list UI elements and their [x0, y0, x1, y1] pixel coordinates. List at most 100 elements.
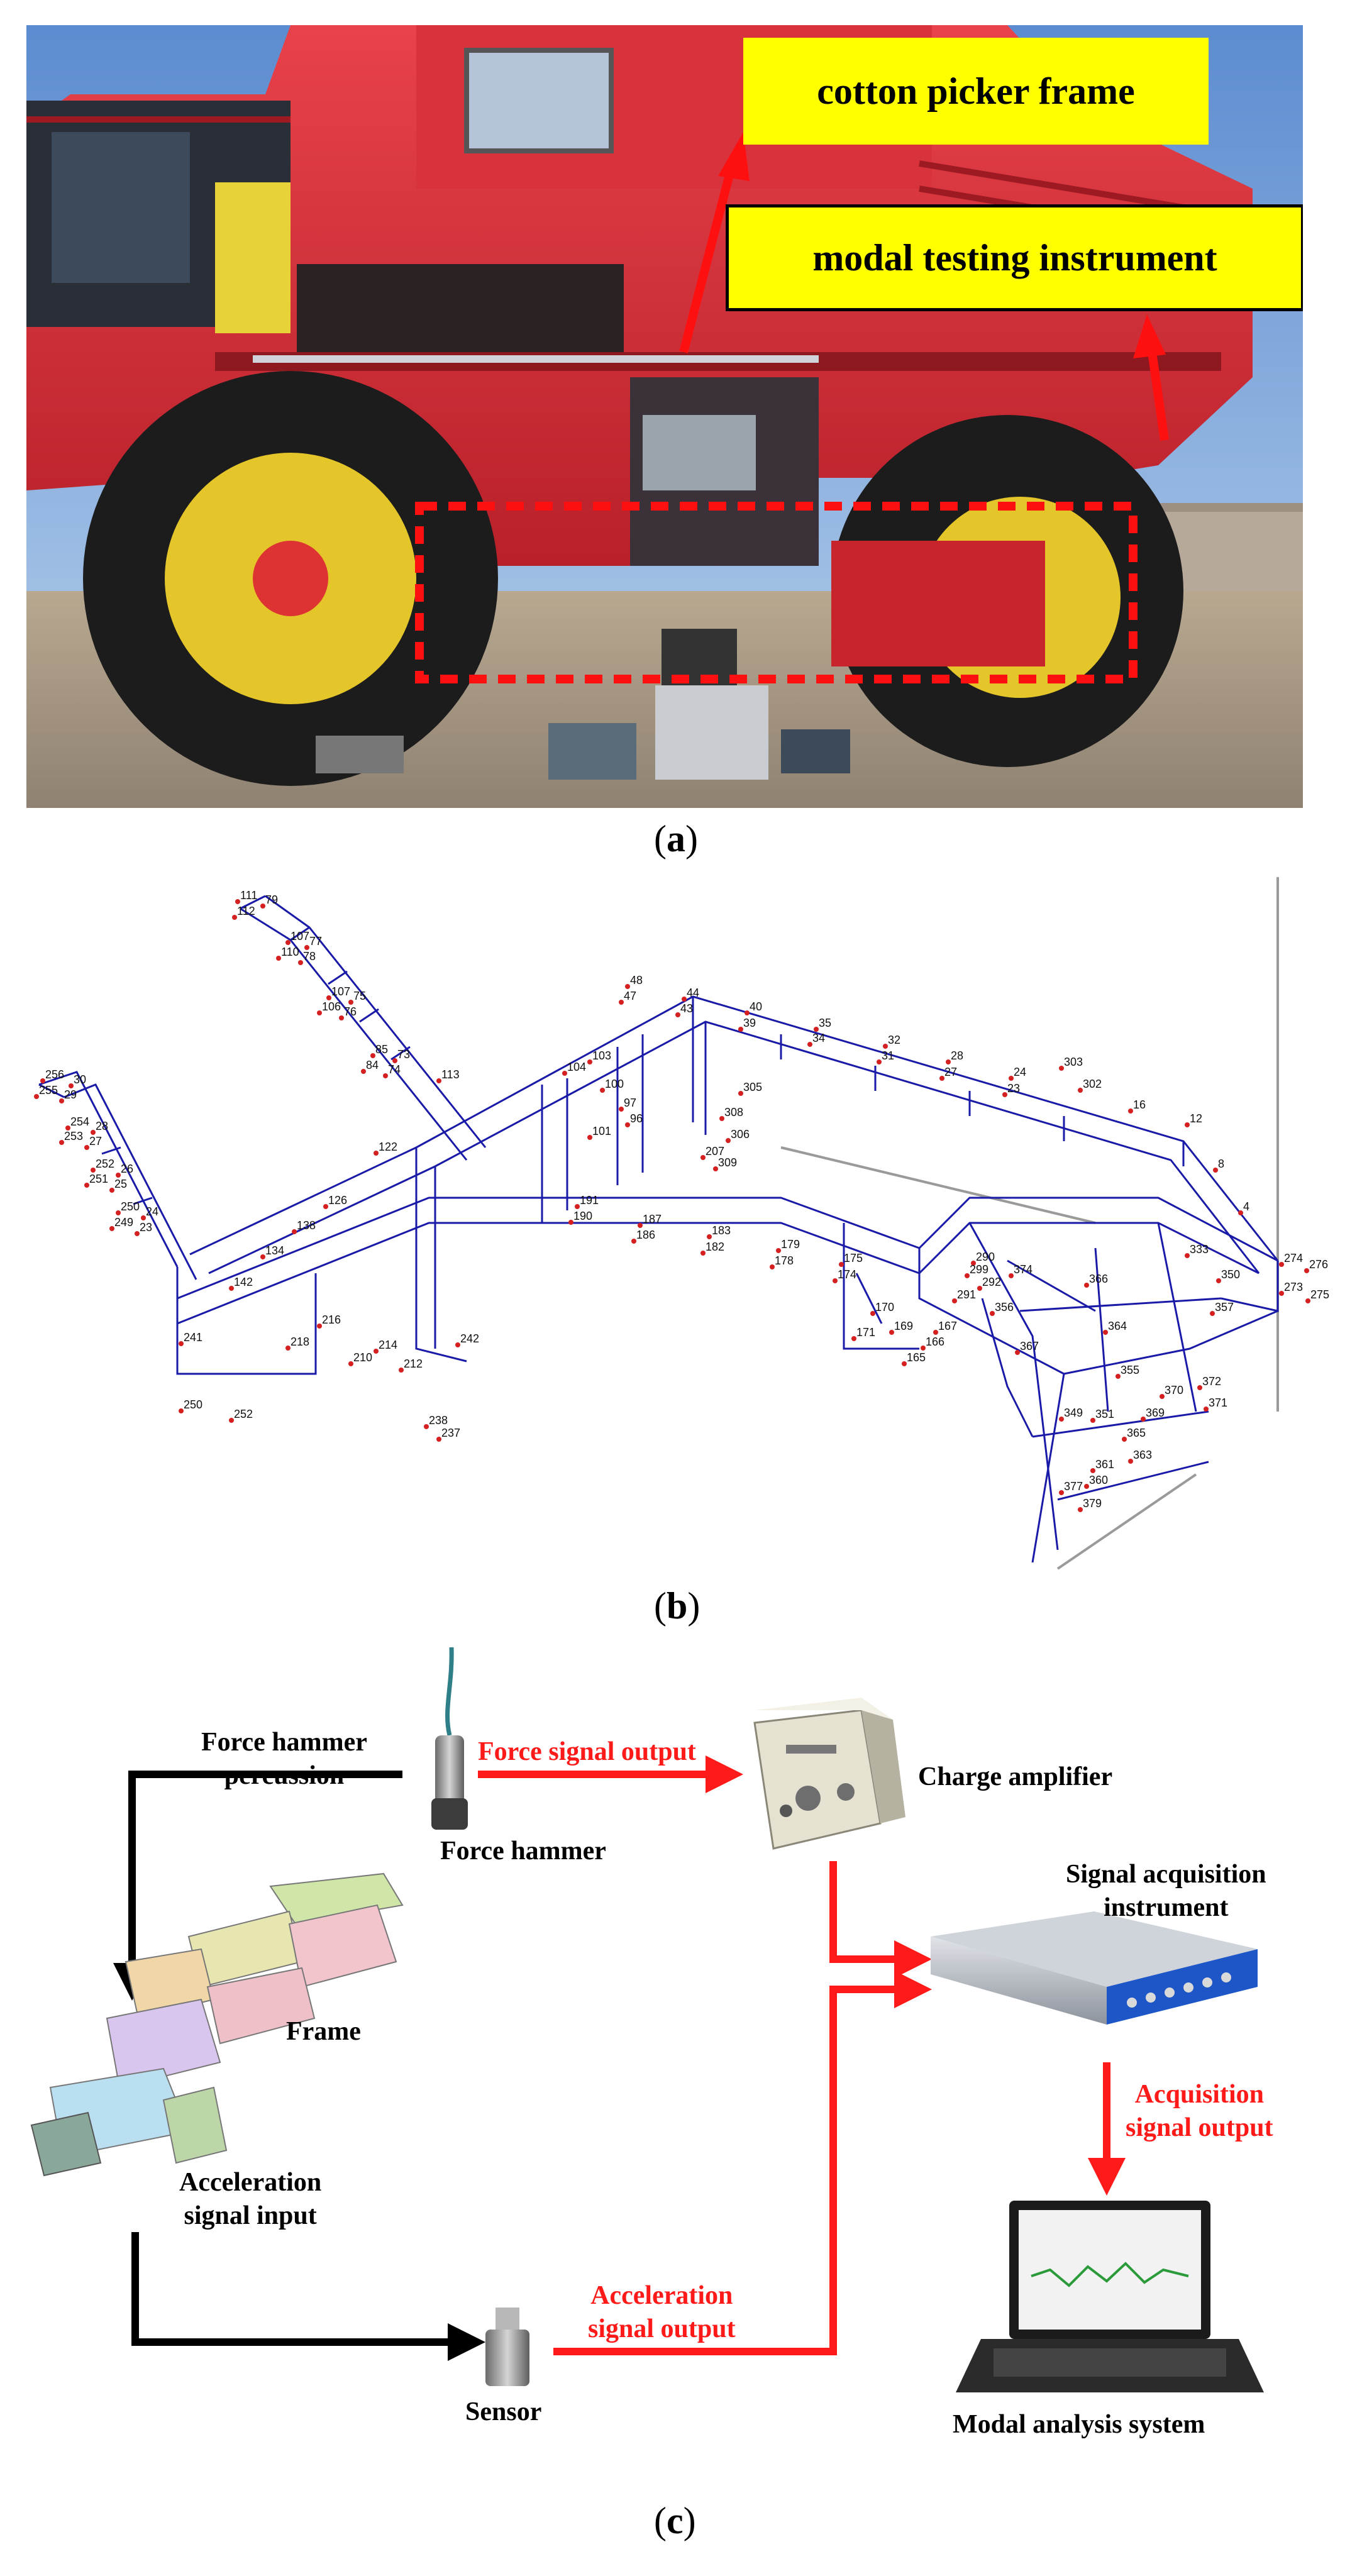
node-number: 379: [1083, 1497, 1102, 1510]
node-dot: [1279, 1262, 1284, 1267]
node-dot: [870, 1311, 875, 1316]
node-dot: [1185, 1253, 1190, 1258]
node-dot: [229, 1286, 234, 1291]
callout-modal-testing-instrument: modal testing instrument: [726, 204, 1303, 311]
node-number: 216: [322, 1313, 341, 1326]
node-dot: [1059, 1066, 1064, 1071]
node-number: 27: [89, 1135, 102, 1147]
node-dot: [91, 1168, 96, 1173]
node-number: 374: [1014, 1263, 1033, 1276]
acquisition-instrument-icon: [931, 1911, 1258, 2025]
node-number: 241: [184, 1331, 202, 1344]
node-number: 364: [1108, 1320, 1127, 1332]
node-number: 178: [775, 1254, 794, 1267]
node-dot: [348, 1000, 353, 1005]
node-number: 187: [643, 1213, 662, 1225]
node-number: 113: [441, 1068, 460, 1081]
node-number: 134: [265, 1244, 284, 1257]
node-dot: [1305, 1298, 1310, 1303]
node-number: 104: [567, 1061, 586, 1073]
node-dot: [383, 1073, 388, 1078]
node-number: 174: [838, 1268, 856, 1281]
node-dot: [600, 1088, 605, 1093]
node-number: 372: [1202, 1375, 1221, 1388]
node-number: 30: [74, 1073, 86, 1086]
node-dot: [921, 1346, 926, 1351]
node-number: 142: [234, 1276, 253, 1288]
node-number: 28: [96, 1120, 108, 1132]
node-number: 111: [240, 889, 257, 902]
node-number: 237: [441, 1427, 460, 1439]
node-number: 290: [976, 1251, 995, 1263]
node-number: 253: [64, 1130, 83, 1142]
node-dot: [939, 1076, 944, 1081]
node-number: 100: [605, 1078, 624, 1090]
node-number: 101: [592, 1125, 611, 1137]
node-dot: [179, 1341, 184, 1346]
node-number: 16: [1133, 1098, 1146, 1111]
node-number: 252: [234, 1408, 253, 1420]
node-dot: [1122, 1437, 1127, 1442]
wireframe-nodes: [34, 899, 1310, 1512]
label-modal-analysis-system: Modal analysis system: [953, 2410, 1205, 2439]
node-number: 165: [907, 1351, 926, 1364]
frame-model-icon: [30, 1872, 404, 2177]
node-dot: [971, 1261, 976, 1266]
node-number: 350: [1221, 1268, 1240, 1281]
node-dot: [1090, 1418, 1095, 1423]
node-number: 171: [856, 1326, 875, 1339]
node-number: 103: [592, 1049, 611, 1062]
node-dot: [84, 1145, 89, 1150]
node-dot: [65, 1125, 70, 1130]
node-dot: [109, 1188, 114, 1193]
node-dot: [770, 1264, 775, 1269]
arrow-frame-to-sensor: [131, 2232, 485, 2361]
node-number: 371: [1209, 1396, 1227, 1409]
node-number: 305: [743, 1081, 762, 1093]
panel-label-c: (c): [654, 2500, 696, 2541]
node-dot: [952, 1298, 957, 1303]
node-dot: [374, 1349, 379, 1354]
node-number: 12: [1190, 1112, 1202, 1125]
node-dot: [1141, 1417, 1146, 1422]
node-number: 32: [888, 1034, 900, 1046]
node-number: 252: [96, 1158, 114, 1170]
node-number: 191: [580, 1194, 599, 1207]
node-dot: [59, 1098, 64, 1103]
node-number: 77: [309, 935, 322, 948]
node-dot: [1128, 1108, 1133, 1114]
axis-lower: [1056, 1473, 1197, 1570]
node-number: 369: [1146, 1407, 1165, 1419]
node-number: 169: [894, 1320, 913, 1332]
callout-cotton-picker-frame: cotton picker frame: [743, 38, 1209, 145]
node-dot: [1128, 1459, 1133, 1464]
panel-label-b: (b): [654, 1585, 700, 1627]
flow-graphics: [30, 1647, 1264, 2392]
node-dot: [1084, 1484, 1089, 1489]
node-number: 40: [750, 1000, 762, 1013]
node-dot: [568, 1220, 573, 1225]
node-dot: [889, 1330, 894, 1335]
node-dot: [851, 1336, 856, 1341]
node-dot: [933, 1330, 938, 1335]
node-number: 78: [303, 950, 316, 963]
node-dot: [990, 1311, 995, 1316]
node-dot: [436, 1078, 441, 1083]
node-number: 218: [291, 1335, 309, 1348]
node-dot: [965, 1273, 970, 1278]
node-dot: [1204, 1407, 1209, 1412]
node-dot: [116, 1210, 121, 1215]
node-dot: [682, 997, 687, 1002]
node-dot: [1185, 1122, 1190, 1127]
node-dot: [707, 1234, 712, 1239]
node-number: 138: [297, 1219, 316, 1232]
node-number: 85: [375, 1043, 388, 1056]
node-number: 25: [114, 1178, 127, 1190]
node-dot: [34, 1094, 39, 1099]
node-number: 276: [1309, 1258, 1328, 1271]
node-dot: [625, 1122, 630, 1127]
node-number: 212: [404, 1357, 423, 1370]
node-number: 355: [1121, 1364, 1139, 1376]
node-dot: [946, 1059, 951, 1064]
label-force-hammer: Force hammer: [440, 1837, 606, 1866]
